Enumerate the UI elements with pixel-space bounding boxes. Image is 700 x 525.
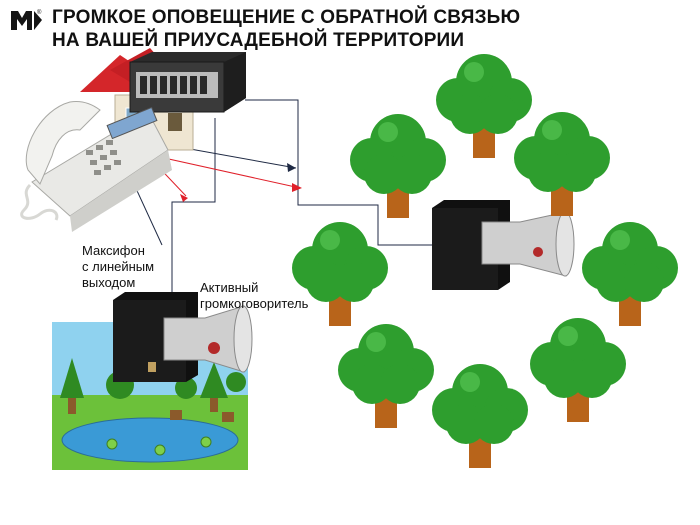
tree-upper-left: [350, 114, 446, 218]
registered-mark: ®: [37, 9, 42, 16]
speaker-label-line-1: Активный: [200, 280, 259, 295]
arrow-head-red: [292, 183, 302, 192]
maxifon-telephone: [20, 101, 172, 232]
speaker-trees: [432, 200, 575, 290]
arrow-head-red-2: [180, 194, 188, 202]
tree-right: [582, 222, 678, 326]
arrow-head-dark: [287, 163, 296, 172]
tree-bottom: [432, 364, 528, 468]
speaker-garden: [113, 292, 253, 382]
tree-top: [436, 54, 532, 158]
title-line-2: НА ВАШЕЙ ПРИУСАДЕБНОЙ ТЕРРИТОРИИ: [52, 30, 465, 51]
maxifon-label-line-3: выходом: [82, 275, 136, 290]
tree-lower-right: [530, 318, 626, 422]
brand-logo: ®: [10, 8, 44, 34]
speaker-label-line-2: громкоговоритель: [200, 296, 309, 311]
tree-lower-left: [338, 324, 434, 428]
maxifon-label: Максифон с линейным выходом: [82, 243, 154, 291]
wire-rack-to-trees: [245, 99, 432, 246]
rack-unit: [129, 52, 246, 113]
maxifon-label-line-1: Максифон: [82, 243, 145, 258]
title-line-1: ГРОМКОЕ ОПОВЕЩЕНИЕ С ОБРАТНОЙ СВЯЗЬЮ: [52, 7, 521, 28]
page-title: ГРОМКОЕ ОПОВЕЩЕНИЕ С ОБРАТНОЙ СВЯЗЬЮ НА …: [52, 6, 520, 52]
tree-upper-right: [514, 112, 610, 216]
speaker-label: Активный громкоговоритель: [200, 280, 308, 312]
maxifon-label-line-2: с линейным: [82, 259, 155, 274]
